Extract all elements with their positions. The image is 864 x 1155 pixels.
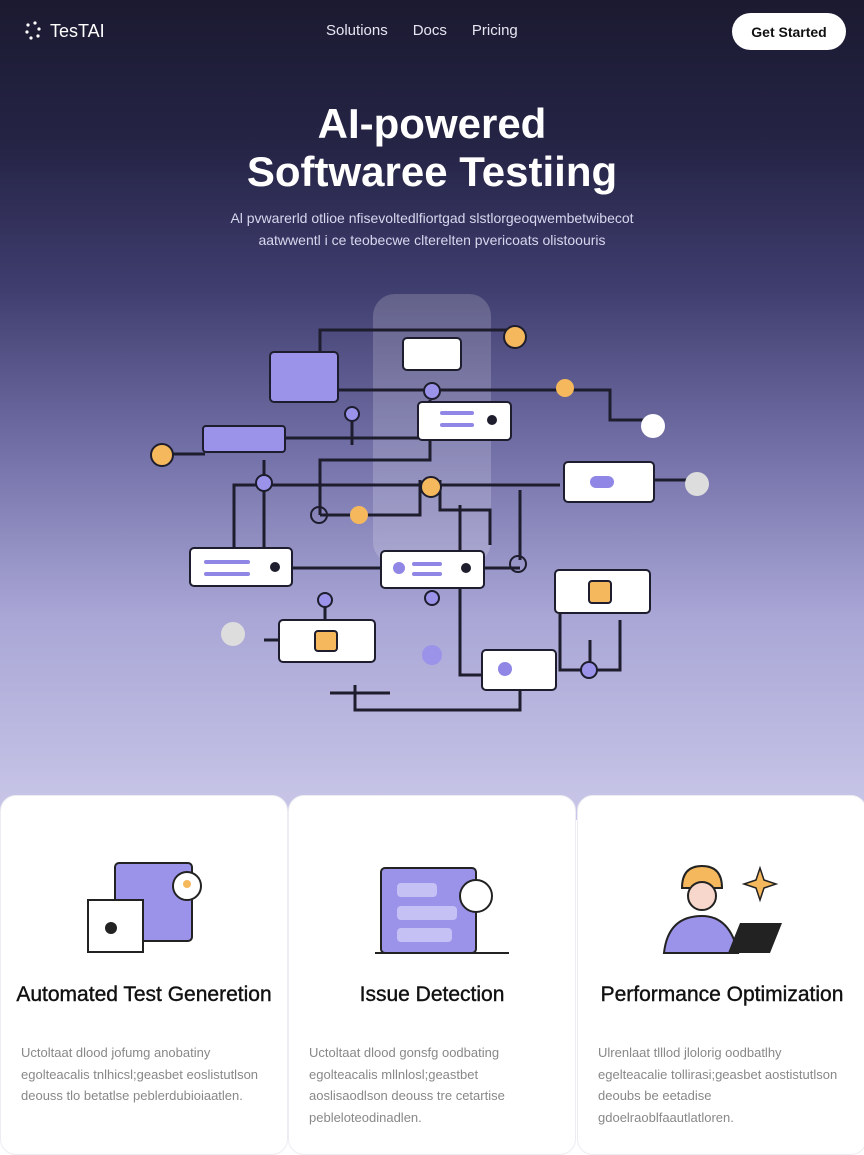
performance-illustration-icon [662, 864, 782, 954]
feature-card-issue-detection[interactable]: Issue Detection Uctoltaat dlood gonsfg o… [288, 795, 576, 1155]
workflow-diagram [150, 294, 709, 712]
diagram-nodes [189, 337, 655, 691]
top-nav: TesTAI Solutions Docs Pricing Get Starte… [0, 0, 864, 62]
feature-title: Issue Detection [359, 983, 505, 1006]
get-started-button[interactable]: Get Started [732, 13, 846, 50]
feature-description: Ulrenlaat tlllod jlolorig oodbatlhy egel… [598, 1045, 838, 1125]
nav-link-docs[interactable]: Docs [412, 22, 447, 39]
feature-card-automated-test-generation[interactable]: Automated Test Generetion Uctoltaat dloo… [0, 795, 288, 1155]
feature-title: Performance Optimization [600, 983, 844, 1006]
hero-subtitle-line-2: aatwwentl i ce teobecwe clterelten pveri… [258, 232, 606, 248]
logo-icon [25, 21, 41, 40]
hero-title-line-2: Softwaree Testiing [246, 148, 618, 195]
diagram-dots [150, 325, 709, 679]
feature-description: Uctoltaat dlood gonsfg oodbating egoltea… [309, 1045, 505, 1125]
feature-description: Uctoltaat dlood jofumg anobatiny egoltea… [21, 1045, 259, 1103]
issue-detection-illustration-icon [375, 867, 509, 954]
hero-title-line-1: AI-powered [317, 100, 547, 147]
nav-link-pricing[interactable]: Pricing [471, 22, 518, 39]
brand-name: TesTAI [50, 20, 105, 41]
feature-card-performance-optimization[interactable]: Performance Optimization Ulrenlaat tlllo… [577, 795, 864, 1155]
brand-logo[interactable]: TesTAI [24, 20, 105, 42]
hero-subtitle: Al pvwarerld otlioe nfisevoltedlfiortgad… [0, 207, 864, 251]
hero-section: TesTAI Solutions Docs Pricing Get Starte… [0, 0, 864, 820]
hero-subtitle-line-1: Al pvwarerld otlioe nfisevoltedlfiortgad… [230, 210, 634, 226]
feature-title: Automated Test Generetion [16, 983, 272, 1006]
automation-illustration-icon [87, 862, 202, 953]
nav-link-solutions[interactable]: Solutions [326, 22, 388, 39]
diagram-bars [204, 411, 614, 676]
